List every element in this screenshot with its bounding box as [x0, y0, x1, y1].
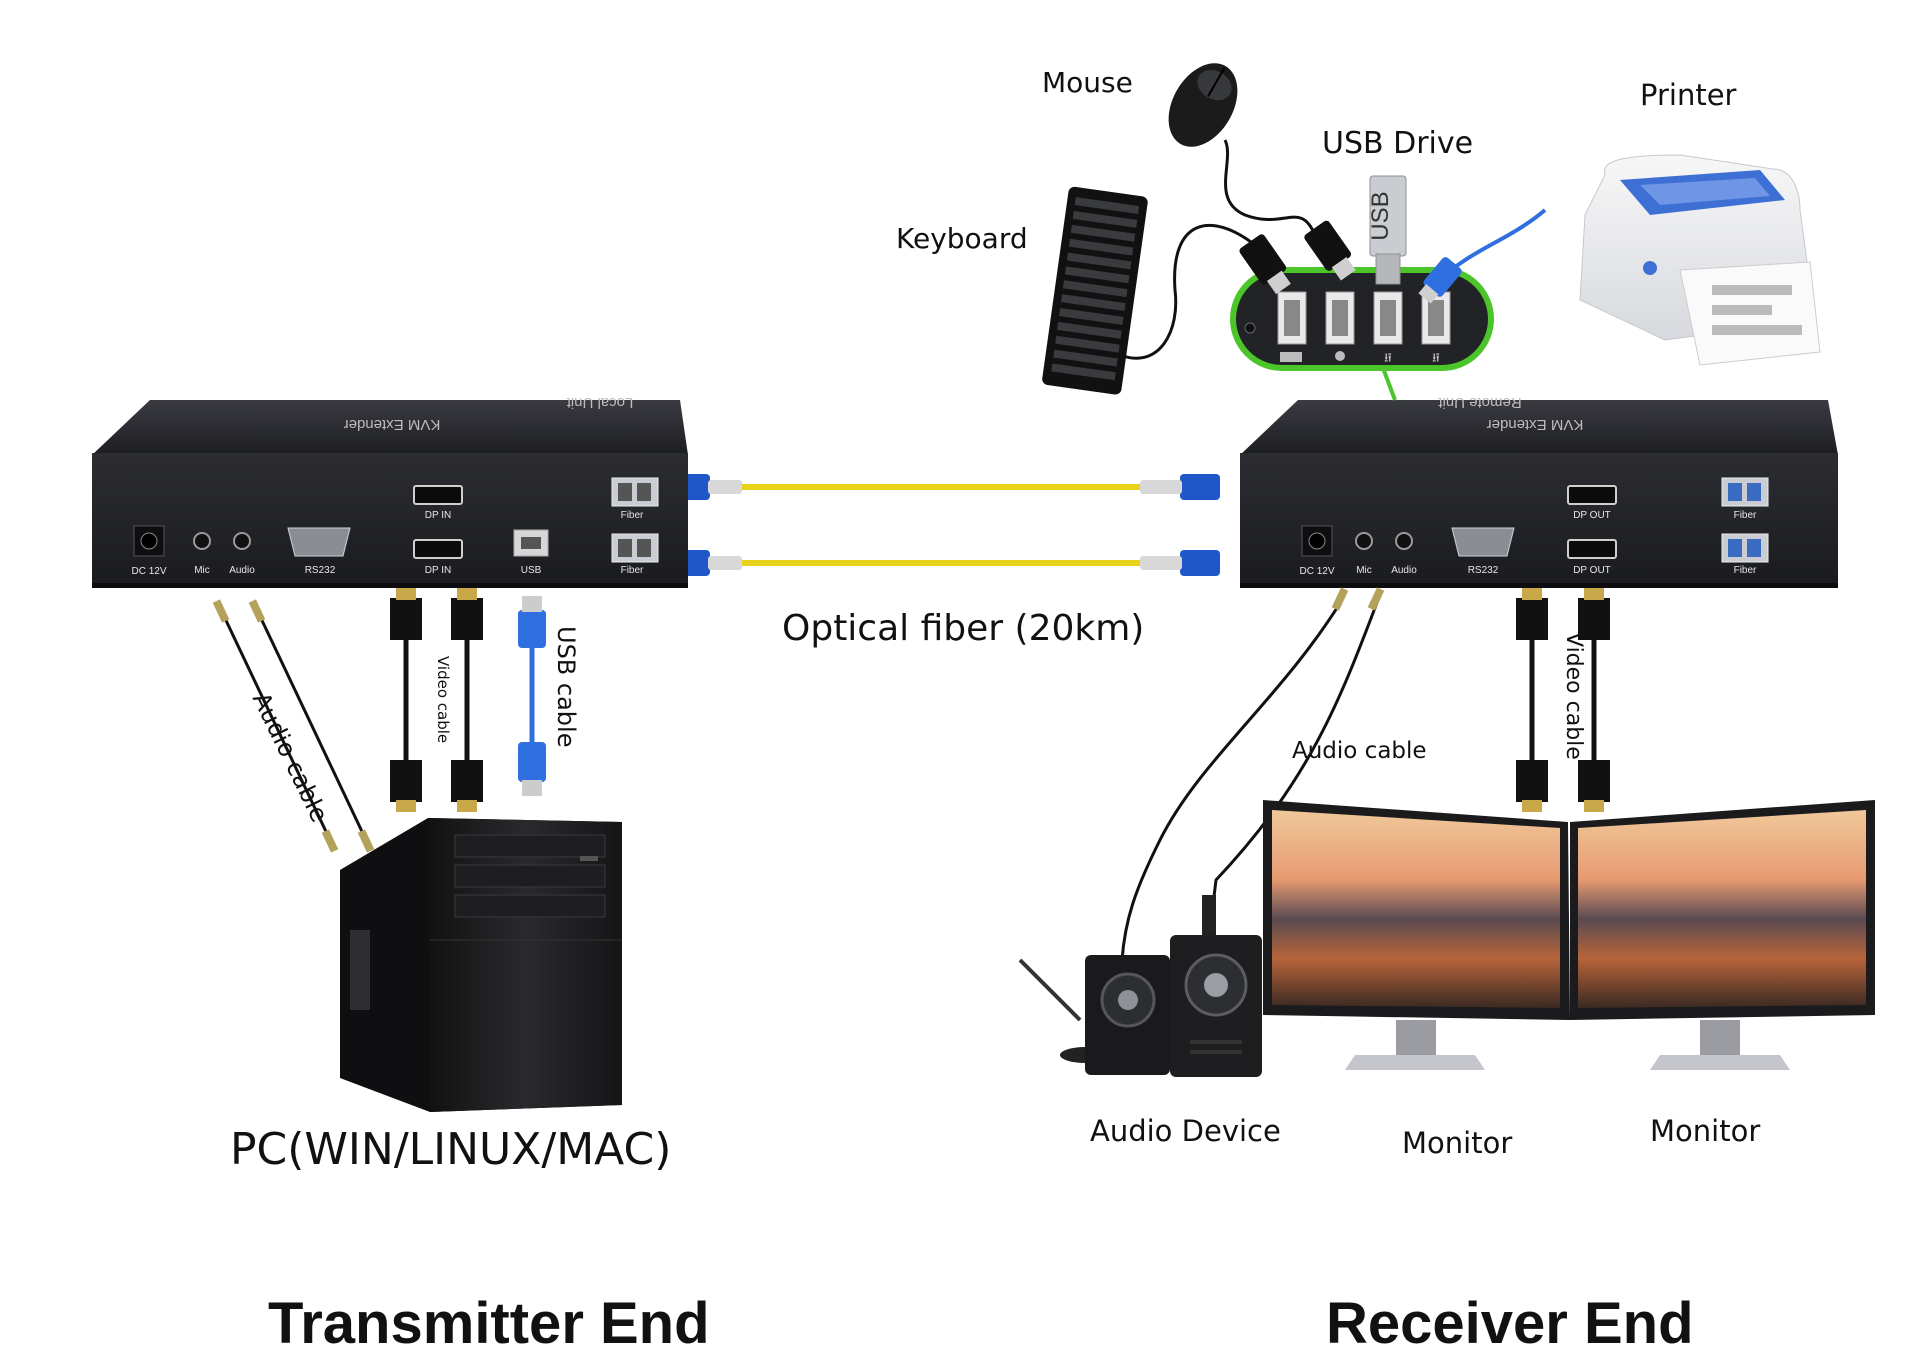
svg-text:Mic: Mic — [194, 565, 210, 576]
svg-text:DC 12V: DC 12V — [1299, 566, 1334, 577]
svg-text:Fiber: Fiber — [1734, 565, 1757, 576]
rx-audio-cable — [1120, 587, 1385, 961]
rx-mic-jack: Mic — [1355, 532, 1373, 576]
rx-video-cable-label: Video cable — [1561, 632, 1586, 760]
svg-text:DP OUT: DP OUT — [1573, 510, 1611, 521]
receiver-unit: KVM Extender Remote Unit DC 12V Mic Audi… — [1240, 394, 1838, 588]
usb-plug-printer — [1418, 257, 1462, 304]
mouse-icon — [1168, 63, 1238, 147]
hub-usb-glyph-1: ⭿ — [1384, 351, 1392, 365]
optical-fiber-cables — [670, 474, 1220, 576]
tx-audio-cable — [212, 599, 375, 853]
pc-label: PC(WIN/LINUX/MAC) — [230, 1124, 672, 1175]
receiver-title: KVM Extender — [1487, 416, 1584, 433]
monitor-label-1: Monitor — [1402, 1126, 1513, 1160]
optical-fiber-label: Optical fiber (20km) — [782, 608, 1145, 649]
tx-fiber-port-2: Fiber — [611, 533, 659, 576]
monitor-icon — [1263, 800, 1875, 1070]
svg-text:Fiber: Fiber — [1734, 510, 1757, 521]
rx-video-cable — [1516, 588, 1610, 812]
transmitter-end-heading: Transmitter End — [268, 1291, 710, 1356]
svg-text:Audio: Audio — [229, 565, 255, 576]
speaker-icon — [1018, 935, 1262, 1077]
svg-text:Fiber: Fiber — [621, 565, 644, 576]
rx-dp-out-1: DP OUT — [1567, 485, 1617, 521]
rx-dp-out-2: DP OUT — [1567, 539, 1617, 576]
tx-dp-in-1: DP IN — [413, 485, 463, 521]
usb-drive-label: USB Drive — [1322, 126, 1474, 161]
pc-tower-icon — [340, 818, 622, 1112]
svg-text:DP IN: DP IN — [425, 510, 452, 521]
printer-label: Printer — [1640, 78, 1737, 112]
audio-device-label: Audio Device — [1090, 1114, 1281, 1148]
hub-keyboard-glyph — [1280, 352, 1302, 362]
tx-fiber-port-1: Fiber — [611, 477, 659, 521]
tx-audio-jack: Audio — [229, 532, 255, 576]
fiber-connector-rx-1 — [1140, 474, 1220, 500]
tx-dp-in-2: DP IN — [413, 539, 463, 576]
rx-fiber-port-2: Fiber — [1721, 533, 1769, 576]
monitor-2 — [1570, 800, 1875, 1070]
svg-text:RS232: RS232 — [1468, 565, 1499, 576]
usb-cable-label: USB cable — [552, 626, 580, 748]
usb-drive-body-text: USB — [1367, 191, 1394, 240]
usb-plug-keyboard — [1239, 234, 1291, 295]
rx-audio-cable-label: Audio cable — [1292, 738, 1427, 764]
tx-rs232-port: RS232 — [287, 527, 351, 576]
svg-text:DP OUT: DP OUT — [1573, 565, 1611, 576]
svg-text:DC 12V: DC 12V — [131, 566, 166, 577]
svg-text:Audio: Audio — [1391, 565, 1417, 576]
tx-usb-port: USB — [513, 529, 549, 576]
rx-audio-jack: Audio — [1391, 532, 1417, 576]
hub-usb-glyph-2: ⭿ — [1432, 351, 1440, 365]
transmitter-unit: KVM Extender Local Unit DC 12V Mic Audio… — [92, 394, 688, 588]
printer-icon — [1579, 154, 1821, 366]
fiber-connector-rx-2 — [1140, 550, 1220, 576]
tx-video-cable — [390, 588, 483, 812]
hub-mouse-glyph — [1335, 351, 1345, 361]
usb-plug-mouse — [1304, 220, 1356, 281]
rx-dc-jack: DC 12V — [1299, 525, 1335, 577]
keyboard-cable — [1119, 223, 1256, 360]
svg-text:DP IN: DP IN — [425, 565, 452, 576]
receiver-end-heading: Receiver End — [1326, 1291, 1694, 1356]
monitor-1 — [1263, 800, 1570, 1070]
mouse-cable — [1223, 139, 1317, 236]
rx-rs232-port: RS232 — [1451, 527, 1515, 576]
svg-text:Fiber: Fiber — [621, 510, 644, 521]
rx-fiber-port-1: Fiber — [1721, 477, 1769, 521]
transmitter-title: KVM Extender — [344, 416, 441, 433]
tx-video-cable-label: Video cable — [434, 656, 452, 744]
usb-drive-icon: USB — [1367, 175, 1407, 285]
tx-mic-jack: Mic — [193, 532, 211, 576]
receiver-subtitle: Remote Unit — [1437, 394, 1521, 411]
tx-usb-cable — [518, 596, 546, 796]
mouse-label: Mouse — [1042, 66, 1133, 99]
monitor-label-2: Monitor — [1650, 1114, 1761, 1148]
svg-text:USB: USB — [521, 565, 542, 576]
keyboard-label: Keyboard — [896, 222, 1028, 255]
keyboard-icon — [1042, 186, 1148, 395]
tx-dc-jack: DC 12V — [131, 525, 167, 577]
svg-text:Mic: Mic — [1356, 565, 1372, 576]
svg-text:RS232: RS232 — [305, 565, 336, 576]
transmitter-subtitle: Local Unit — [566, 394, 634, 411]
